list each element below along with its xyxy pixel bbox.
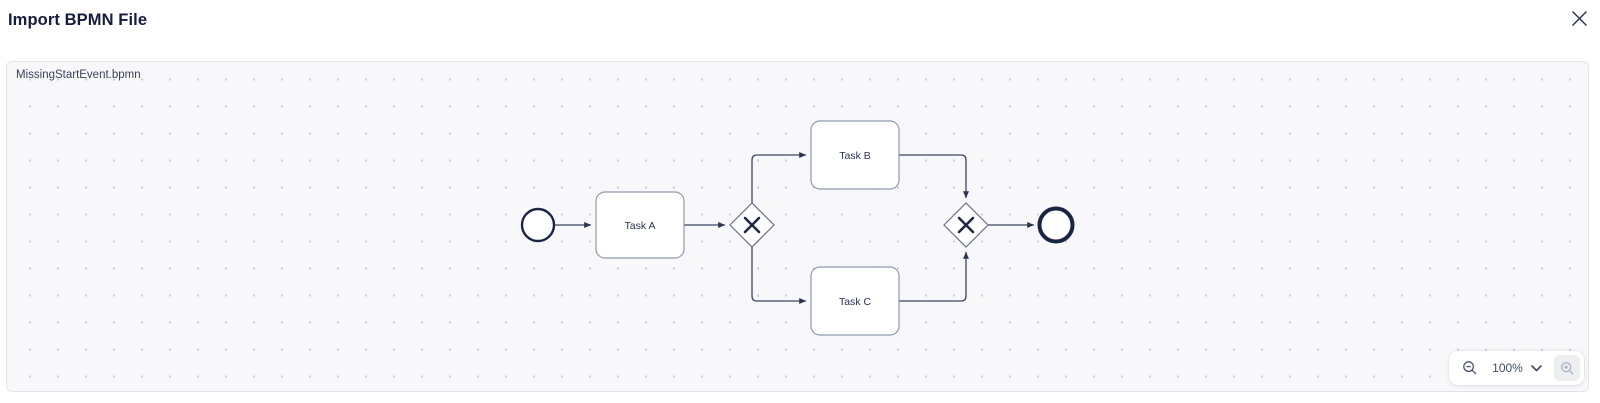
flow-task-b-to-gateway-join [899, 154, 969, 199]
bpmn-gateway-split [729, 202, 775, 248]
zoom-out-button[interactable] [1460, 358, 1480, 378]
close-icon [1571, 10, 1587, 26]
task-c-label: Task C [839, 296, 872, 308]
flow-gateway-split-to-task-c [751, 247, 807, 304]
flow-gateway-split-to-task-b [751, 152, 807, 203]
bpmn-task-c: Task C [810, 266, 900, 336]
exclusive-gateway-x-icon [743, 216, 761, 234]
task-b-label: Task B [839, 150, 871, 162]
bpmn-diagram: Task A Task B Task C [520, 120, 1075, 336]
zoom-in-button[interactable] [1554, 355, 1580, 381]
flow-task-c-to-gateway-join [899, 251, 969, 302]
bpmn-task-b: Task B [810, 120, 900, 190]
bpmn-preview-canvas: MissingStartEvent.bpmn Task A [6, 61, 1589, 392]
dialog-title: Import BPMN File [8, 11, 148, 29]
bpmn-start-event [520, 207, 556, 243]
task-a-label: Task A [625, 220, 656, 232]
sequence-flows [555, 152, 1035, 304]
bpmn-task-a: Task A [595, 191, 685, 259]
chevron-down-icon [1531, 364, 1542, 371]
close-button[interactable] [1566, 5, 1592, 31]
zoom-in-icon [1560, 361, 1574, 375]
file-name-label: MissingStartEvent.bpmn [16, 69, 141, 81]
zoom-level-dropdown[interactable]: 100% [1480, 361, 1554, 375]
zoom-level-value: 100% [1492, 361, 1523, 375]
bpmn-end-event [1037, 206, 1075, 244]
zoom-controls: 100% [1449, 351, 1584, 385]
bpmn-gateway-join [943, 202, 989, 248]
exclusive-gateway-x-icon [957, 216, 975, 234]
zoom-out-icon [1463, 361, 1477, 375]
